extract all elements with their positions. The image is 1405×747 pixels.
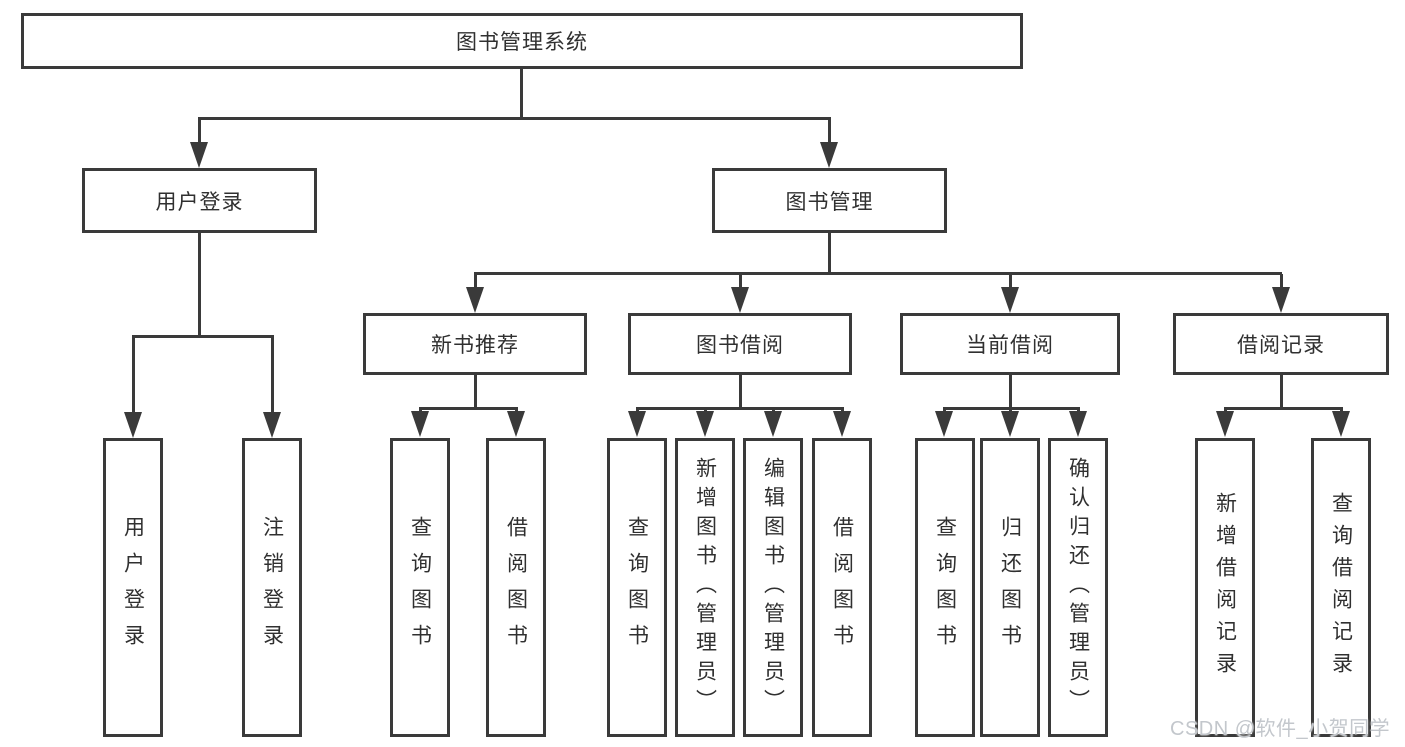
arrow-down-icon xyxy=(1216,411,1234,437)
leaf-borrow-books: 借阅图书 xyxy=(812,438,872,737)
arrow-down-icon xyxy=(935,411,953,437)
node-current-borrowing: 当前借阅 xyxy=(900,313,1120,375)
node-borrowing-records: 借阅记录 xyxy=(1173,313,1389,375)
leaf-query-books-current: 查询图书 xyxy=(915,438,975,737)
arrow-down-icon xyxy=(411,411,429,437)
arrow-down-icon xyxy=(1069,411,1087,437)
connector-drop-line xyxy=(474,274,477,290)
leaf-add-books-admin: 新增图书（管理员） xyxy=(675,438,735,737)
arrow-down-icon xyxy=(1272,287,1290,313)
connector-records-stem xyxy=(1280,375,1283,409)
connector-root-bar xyxy=(198,117,831,120)
leaf-add-borrow-record: 新增借阅记录 xyxy=(1195,438,1255,737)
arrow-down-icon xyxy=(820,142,838,168)
node-label: 借阅记录 xyxy=(1237,334,1325,357)
arrow-down-icon xyxy=(507,411,525,437)
arrow-down-icon xyxy=(731,287,749,313)
connector-drop-line xyxy=(1280,274,1283,290)
leaf-label: 用户登录 xyxy=(121,515,145,660)
arrow-down-icon xyxy=(190,142,208,168)
node-library-management-system: 图书管理系统 xyxy=(21,13,1023,69)
connector-borrowing-stem xyxy=(739,375,742,409)
arrow-down-icon xyxy=(124,412,142,438)
connector-root-stem xyxy=(520,69,523,119)
node-new-book-recommendation: 新书推荐 xyxy=(363,313,587,375)
arrow-down-icon xyxy=(466,287,484,313)
leaf-label: 确认归还（管理员） xyxy=(1066,457,1090,718)
connector-userlogin-bar xyxy=(132,335,274,338)
node-user-login: 用户登录 xyxy=(82,168,317,233)
connector-current-stem xyxy=(1009,375,1012,409)
connector-userlogin-stem xyxy=(198,233,201,337)
leaf-label: 注销登录 xyxy=(260,515,284,660)
node-label: 当前借阅 xyxy=(966,334,1054,357)
arrow-down-icon xyxy=(1001,287,1019,313)
arrow-down-icon xyxy=(263,412,281,438)
leaf-query-borrow-record: 查询借阅记录 xyxy=(1311,438,1371,737)
leaf-label: 借阅图书 xyxy=(830,515,854,660)
leaf-query-books-recommend: 查询图书 xyxy=(390,438,450,737)
leaf-return-books: 归还图书 xyxy=(980,438,1040,737)
leaf-label: 新增图书（管理员） xyxy=(693,457,717,718)
connector-newbook-bar xyxy=(419,407,518,410)
arrow-down-icon xyxy=(696,411,714,437)
arrow-down-icon xyxy=(764,411,782,437)
connector-drop-line xyxy=(132,337,135,414)
connector-drop-line xyxy=(828,119,831,145)
csdn-watermark: CSDN @软件_小贺同学 xyxy=(1170,718,1391,740)
connector-bookmgmt-stem xyxy=(828,233,831,274)
leaf-label: 归还图书 xyxy=(998,515,1022,660)
connector-bookmgmt-bar xyxy=(474,272,1282,275)
node-label: 新书推荐 xyxy=(431,334,519,357)
leaf-label: 查询图书 xyxy=(933,515,957,660)
leaf-label: 查询借阅记录 xyxy=(1329,491,1353,684)
leaf-borrow-books-recommend: 借阅图书 xyxy=(486,438,546,737)
leaf-label: 新增借阅记录 xyxy=(1213,491,1237,684)
connector-records-bar xyxy=(1224,407,1343,410)
connector-newbook-stem xyxy=(474,375,477,409)
leaf-confirm-return-admin: 确认归还（管理员） xyxy=(1048,438,1108,737)
arrow-down-icon xyxy=(833,411,851,437)
leaf-user-login: 用户登录 xyxy=(103,438,163,737)
leaf-label: 借阅图书 xyxy=(504,515,528,660)
leaf-edit-books-admin: 编辑图书（管理员） xyxy=(743,438,803,737)
node-label: 用户登录 xyxy=(155,190,244,214)
connector-drop-line xyxy=(271,337,274,414)
leaf-logout: 注销登录 xyxy=(242,438,302,737)
arrow-down-icon xyxy=(1332,411,1350,437)
node-label: 图书管理系统 xyxy=(456,31,588,54)
arrow-down-icon xyxy=(1001,411,1019,437)
leaf-label: 查询图书 xyxy=(408,515,432,660)
connector-borrowing-bar xyxy=(636,407,844,410)
arrow-down-icon xyxy=(628,411,646,437)
connector-current-bar xyxy=(943,407,1080,410)
node-book-borrowing: 图书借阅 xyxy=(628,313,852,375)
connector-drop-line xyxy=(739,274,742,290)
leaf-label: 编辑图书（管理员） xyxy=(761,457,785,718)
node-book-management: 图书管理 xyxy=(712,168,947,233)
node-label: 图书借阅 xyxy=(696,334,784,357)
connector-drop-line xyxy=(198,119,201,145)
node-label: 图书管理 xyxy=(785,190,874,214)
leaf-query-books-borrowing: 查询图书 xyxy=(607,438,667,737)
connector-drop-line xyxy=(1009,274,1012,290)
leaf-label: 查询图书 xyxy=(625,515,649,660)
